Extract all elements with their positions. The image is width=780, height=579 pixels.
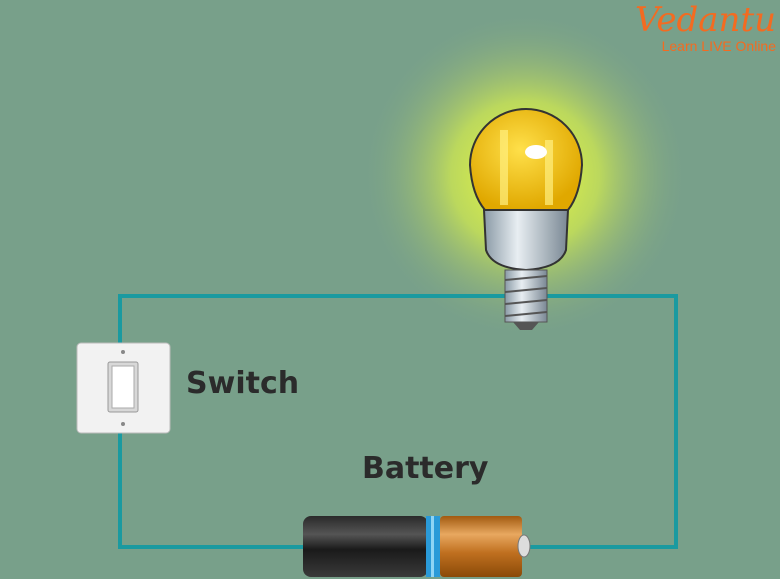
- switch-label: Switch: [186, 366, 300, 401]
- logo-brand: Vedantu: [634, 0, 776, 40]
- vedantu-logo: Vedantu Learn LIVE Online: [635, 0, 776, 54]
- logo-tagline: Learn LIVE Online: [661, 38, 776, 54]
- light-bulb-icon: [468, 108, 584, 330]
- switch-icon: [76, 342, 171, 434]
- battery-label: Battery: [362, 451, 489, 486]
- wire: [118, 294, 678, 549]
- battery-icon: [303, 516, 531, 577]
